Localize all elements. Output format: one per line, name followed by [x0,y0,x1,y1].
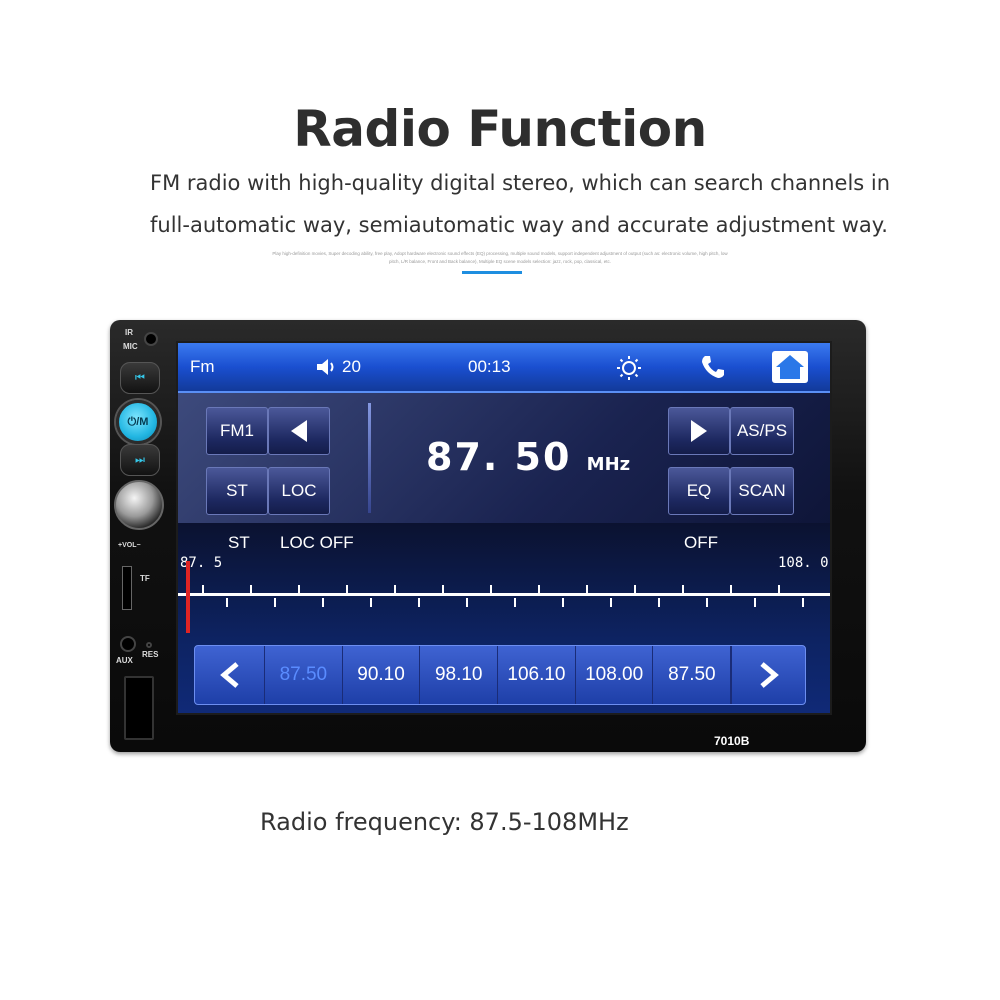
seek-forward-button[interactable] [668,407,730,455]
scale-tick [706,598,708,607]
home-button[interactable] [772,351,808,383]
scale-tick [250,585,252,594]
scan-button[interactable]: SCAN [730,467,794,515]
scale-tick [298,585,300,594]
preset-button[interactable]: 90.10 [343,646,421,704]
presets-prev-button[interactable] [195,646,265,704]
stereo-button[interactable]: ST [206,467,268,515]
brightness-button[interactable] [616,355,642,381]
frequency-divider [368,403,371,513]
control-area: FM1 ST LOC 87. 50 MHz AS/PS EQ SCAN [178,393,830,523]
scale-tick [370,598,372,607]
usb-port[interactable] [124,676,154,740]
fine-print: Play high-definition movies, Super decod… [272,251,728,264]
eq-button[interactable]: EQ [668,467,730,515]
band-button[interactable]: FM1 [206,407,268,455]
preset-button[interactable]: 106.10 [498,646,576,704]
st-status: ST [228,533,250,552]
presets-next-button[interactable] [731,646,805,704]
scale-tick [538,585,540,594]
speaker-icon [317,359,334,375]
ir-label: IR [125,328,133,337]
off-status: OFF [684,533,718,552]
next-track-button[interactable]: ⏭ [120,444,160,476]
car-stereo-device: IR MIC ⏮ ⏻/M ⏭ +VOL− TF AUX RES Fm [110,320,866,752]
volume-label: +VOL− [118,542,141,549]
aux-jack[interactable] [120,636,136,652]
brightness-icon [617,356,641,380]
status-bar: Fm 20 00:13 [178,343,830,393]
frequency-value: 87. 50 [426,435,572,479]
tf-label: TF [140,574,150,583]
prev-track-icon: ⏮ [135,371,145,384]
scale-tick [682,585,684,594]
preset-button[interactable]: 87.50 [265,646,343,704]
scale-tick [394,585,396,594]
tuning-marker[interactable] [186,561,190,633]
scale-tick [490,585,492,594]
chevron-left-icon [219,662,239,688]
local-button[interactable]: LOC [268,467,330,515]
volume-knob[interactable] [114,480,164,530]
scale-tick [658,598,660,607]
scale-tick [802,598,804,607]
scale-tick [322,598,324,607]
loc-status: LOC OFF [280,533,354,552]
scale-tick [226,598,228,607]
scale-tick [730,585,732,594]
page-subtitle: FM radio with high-quality digital stere… [150,171,891,237]
scale-tick [778,585,780,594]
scale-tick [466,598,468,607]
ir-sensor [144,332,158,346]
reset-hole[interactable] [146,642,152,648]
scale-tick [634,585,636,594]
clock: 00:13 [468,357,511,376]
res-label: RES [142,650,159,659]
frequency-unit: MHz [586,454,631,475]
device-control-panel: IR MIC ⏮ ⏻/M ⏭ +VOL− TF AUX RES [110,320,176,752]
scale-tick [274,598,276,607]
seek-back-button[interactable] [268,407,330,455]
triangle-left-icon [291,420,307,442]
model-label: 7010B [714,734,750,748]
prev-track-button[interactable]: ⏮ [120,362,160,394]
scale-tick [754,598,756,607]
scale-max-label: 108. 0 [778,555,829,571]
chevron-right-icon [759,662,779,688]
page-title: Radio Function [293,100,707,158]
mode-label: Fm [190,357,215,376]
scale-tick [514,598,516,607]
home-icon [772,351,808,383]
preset-button[interactable]: 98.10 [420,646,499,704]
preset-button[interactable]: 108.00 [576,646,654,704]
next-track-icon: ⏭ [135,453,145,466]
tf-card-slot[interactable] [122,566,132,610]
volume-indicator[interactable]: 20 [316,357,361,377]
scale-tick [418,598,420,607]
power-mode-button[interactable]: ⏻/M [116,400,160,444]
frequency-display: 87. 50 MHz [426,435,630,479]
scale-min-label: 87. 5 [180,555,223,571]
preset-button[interactable]: 87.50 [654,646,732,704]
power-icon: ⏻/M [127,415,149,428]
scale-tick [202,585,204,594]
accent-divider [462,271,522,274]
frequency-caption: Radio frequency: 87.5-108MHz [260,808,629,836]
mic-label: MIC [123,342,138,351]
scale-tick [442,585,444,594]
scale-tick [586,585,588,594]
as-ps-button[interactable]: AS/PS [730,407,794,455]
tuning-scale[interactable] [178,593,830,596]
aux-label: AUX [116,656,133,665]
phone-button[interactable] [700,354,726,380]
triangle-right-icon [691,420,707,442]
phone-icon [702,356,724,378]
scale-tick [346,585,348,594]
scale-tick [562,598,564,607]
radio-screen: Fm 20 00:13 [176,341,832,715]
volume-value: 20 [342,357,361,376]
scale-tick [610,598,612,607]
